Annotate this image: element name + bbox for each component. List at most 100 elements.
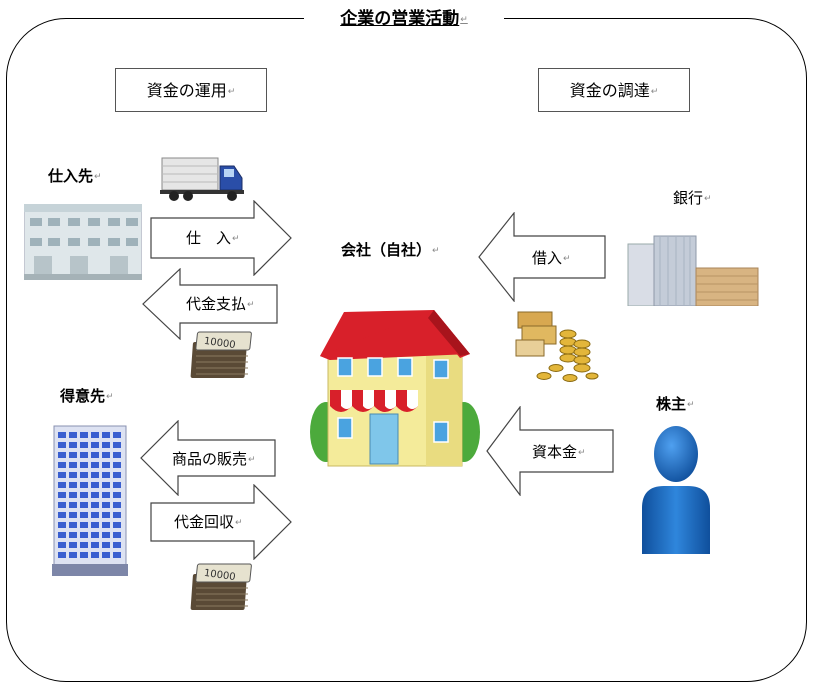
tower-window bbox=[58, 502, 66, 508]
tower-window bbox=[58, 512, 66, 518]
bank-buildings-icon bbox=[627, 235, 759, 306]
tower-window bbox=[80, 442, 88, 448]
tower-window bbox=[102, 432, 110, 438]
tower-window bbox=[69, 482, 77, 488]
tower-window bbox=[80, 532, 88, 538]
tower-window bbox=[102, 522, 110, 528]
label-shareholder: 株主↵ bbox=[656, 395, 695, 413]
tower-window bbox=[113, 552, 121, 558]
tower-window bbox=[102, 482, 110, 488]
header-fund-use: 資金の運用↵ bbox=[115, 68, 267, 112]
tower-window bbox=[69, 532, 77, 538]
tower-window bbox=[58, 462, 66, 468]
tower-window bbox=[113, 492, 121, 498]
tower-window bbox=[69, 542, 77, 548]
tower-window bbox=[113, 542, 121, 548]
tower-window bbox=[58, 472, 66, 478]
tower-window bbox=[69, 502, 77, 508]
svg-text:10000: 10000 bbox=[203, 568, 236, 583]
tower-window bbox=[91, 542, 99, 548]
tower-window bbox=[91, 502, 99, 508]
tower-window bbox=[69, 452, 77, 458]
gold-coins-icon bbox=[515, 311, 599, 382]
tower-window bbox=[80, 502, 88, 508]
tower-window bbox=[91, 442, 99, 448]
tower-window bbox=[69, 462, 77, 468]
tower-window bbox=[91, 552, 99, 558]
tower-window bbox=[91, 512, 99, 518]
tower-window bbox=[91, 522, 99, 528]
tower-window bbox=[102, 452, 110, 458]
office-tower-icon bbox=[52, 425, 128, 576]
tower-window bbox=[80, 432, 88, 438]
tower-window bbox=[102, 442, 110, 448]
truck-icon bbox=[160, 157, 244, 201]
tower-window bbox=[113, 432, 121, 438]
tower-window bbox=[58, 432, 66, 438]
tower-window bbox=[102, 512, 110, 518]
tower-window bbox=[113, 472, 121, 478]
tower-window bbox=[80, 522, 88, 528]
tower-window bbox=[91, 532, 99, 538]
tower-window bbox=[113, 522, 121, 528]
tower-window bbox=[69, 472, 77, 478]
tower-window bbox=[91, 452, 99, 458]
label-supplier: 仕入先↵ bbox=[48, 167, 102, 185]
arrow-borrowing: 借入↵ bbox=[478, 212, 606, 302]
tower-window bbox=[102, 502, 110, 508]
banknote-stack-icon: 10000 bbox=[190, 331, 252, 378]
company-house-icon bbox=[310, 310, 480, 467]
tower-window bbox=[113, 512, 121, 518]
tower-window bbox=[102, 492, 110, 498]
banknote-stack-icon: 10000 bbox=[190, 563, 252, 610]
tower-window bbox=[58, 532, 66, 538]
tower-window bbox=[113, 442, 121, 448]
tower-window bbox=[102, 462, 110, 468]
header-fund-raising: 資金の調達↵ bbox=[538, 68, 690, 112]
arrow-purchase: 仕 入↵ bbox=[150, 200, 292, 276]
arrow-sales: 商品の販売↵ bbox=[140, 420, 276, 496]
arrow-payment: 代金支払↵ bbox=[142, 268, 278, 340]
label-bank: 銀行↵ bbox=[673, 189, 712, 207]
tower-window bbox=[102, 552, 110, 558]
diagram-title: 企業の営業活動↵ bbox=[304, 6, 504, 32]
tower-window bbox=[80, 552, 88, 558]
svg-text:10000: 10000 bbox=[203, 336, 236, 351]
tower-window bbox=[113, 482, 121, 488]
tower-window bbox=[80, 452, 88, 458]
tower-window bbox=[113, 532, 121, 538]
tower-window bbox=[91, 492, 99, 498]
tower-window bbox=[69, 432, 77, 438]
tower-window bbox=[113, 462, 121, 468]
tower-window bbox=[113, 452, 121, 458]
label-company: 会社（自社）↵ bbox=[341, 241, 440, 259]
tower-window bbox=[69, 442, 77, 448]
label-customer: 得意先↵ bbox=[60, 387, 114, 405]
tower-window bbox=[58, 482, 66, 488]
tower-window bbox=[58, 522, 66, 528]
tower-window bbox=[91, 432, 99, 438]
tower-window bbox=[58, 542, 66, 548]
diagram-title-text: 企業の営業活動 bbox=[340, 9, 460, 29]
shareholder-person-icon bbox=[642, 426, 710, 554]
tower-window bbox=[58, 552, 66, 558]
tower-window bbox=[91, 482, 99, 488]
tower-window bbox=[69, 512, 77, 518]
tower-window bbox=[91, 462, 99, 468]
tower-window bbox=[58, 442, 66, 448]
tower-window bbox=[80, 512, 88, 518]
tower-window bbox=[102, 472, 110, 478]
tower-window bbox=[80, 472, 88, 478]
tower-window bbox=[58, 452, 66, 458]
tower-window bbox=[69, 492, 77, 498]
tower-window bbox=[80, 482, 88, 488]
tower-window bbox=[102, 532, 110, 538]
tower-window bbox=[69, 522, 77, 528]
tower-window bbox=[69, 552, 77, 558]
tower-window bbox=[113, 502, 121, 508]
tower-window bbox=[102, 542, 110, 548]
tower-window bbox=[80, 492, 88, 498]
tower-window bbox=[91, 472, 99, 478]
tower-window bbox=[80, 542, 88, 548]
tower-window bbox=[58, 492, 66, 498]
